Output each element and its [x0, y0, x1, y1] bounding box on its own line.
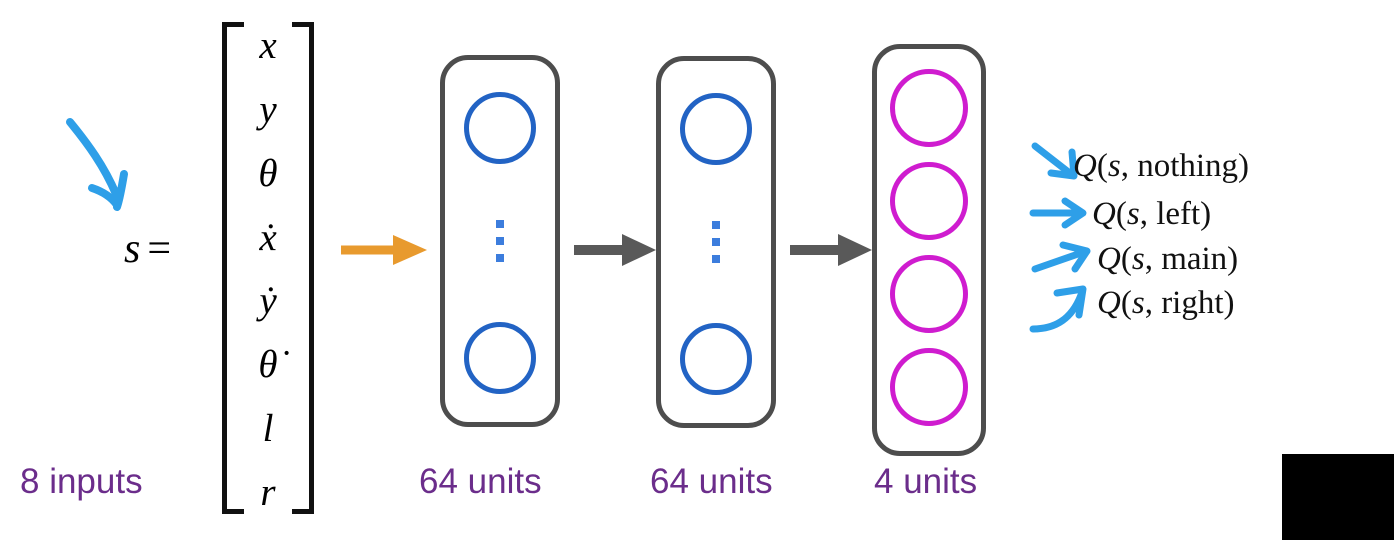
- bracket-right-bottom-serif: [292, 509, 314, 514]
- hidden-layer-1-box: [440, 55, 560, 427]
- comma: ,: [1120, 148, 1129, 184]
- ellipsis-vertical-dots: [712, 221, 720, 263]
- ellipsis-vertical-dots: [496, 220, 504, 262]
- state-symbol: s: [1107, 148, 1121, 184]
- paren-open: (: [1115, 196, 1127, 232]
- action-name: main: [1161, 241, 1228, 277]
- state-vector-components: x y θ ẋ ẏ θ̇ l r: [234, 22, 302, 514]
- action-name: left: [1156, 196, 1201, 232]
- comma: ,: [1144, 285, 1153, 321]
- paren-open: (: [1120, 241, 1132, 277]
- paren-open: (: [1096, 148, 1108, 184]
- vector-component: ẏ: [259, 279, 277, 323]
- equals-sign: =: [147, 226, 172, 272]
- unit-circle: [680, 323, 752, 395]
- state-vector-group: s= x y θ ẋ ẏ θ̇ l r: [118, 0, 348, 540]
- unit-circle: [680, 93, 752, 165]
- caption-hidden-layer-1: 64 units: [419, 462, 542, 501]
- bracket-right-vertical: [309, 22, 314, 514]
- q-value-label-main: Q(s, main): [1097, 241, 1238, 278]
- output-unit-circle: [890, 255, 968, 333]
- paren-close: ): [1238, 148, 1250, 184]
- caption-inputs: 8 inputs: [20, 462, 143, 501]
- state-symbol-equals: s=: [124, 225, 171, 273]
- q-value-label-left: Q(s, left): [1092, 196, 1211, 233]
- output-unit-circle: [890, 162, 968, 240]
- orange-input-arrow-icon: [341, 235, 427, 265]
- layer-arrow-1-icon: [574, 234, 656, 266]
- vector-component: ẋ: [259, 215, 277, 259]
- state-symbol: s: [124, 226, 141, 272]
- q-symbol: Q: [1073, 148, 1097, 184]
- q-value-label-nothing: Q(s, nothing): [1073, 148, 1249, 185]
- vector-component: θ: [258, 151, 278, 195]
- vector-component: x: [259, 24, 277, 67]
- vector-component: r: [260, 470, 276, 514]
- q-symbol: Q: [1092, 196, 1116, 232]
- vector-component: y: [259, 87, 277, 131]
- paren-close: ): [1227, 241, 1239, 277]
- paren-close: ): [1200, 196, 1212, 232]
- output-arrow-main-icon: [1031, 241, 1091, 273]
- bracket-left-bottom-serif: [222, 509, 244, 514]
- state-symbol: s: [1126, 196, 1140, 232]
- state-symbol: s: [1131, 285, 1145, 321]
- layer-arrow-2-icon: [790, 234, 872, 266]
- black-rectangle-overlay: [1282, 454, 1394, 540]
- q-value-label-right: Q(s, right): [1097, 285, 1235, 322]
- hand-drawn-blue-arrow-icon: [66, 118, 128, 211]
- bracket-right-top-serif: [292, 22, 314, 27]
- q-symbol: Q: [1097, 285, 1121, 321]
- caption-output-layer: 4 units: [874, 462, 978, 501]
- paren-open: (: [1120, 285, 1132, 321]
- output-arrow-right-icon: [1029, 285, 1087, 333]
- action-name: right: [1161, 285, 1224, 321]
- action-name: nothing: [1137, 148, 1239, 184]
- vector-component: θ̇: [258, 343, 278, 387]
- bracket-left-top-serif: [222, 22, 244, 27]
- bracket-left-vertical: [222, 22, 227, 514]
- caption-hidden-layer-2: 64 units: [650, 462, 773, 501]
- unit-circle: [464, 92, 536, 164]
- hidden-layer-2-box: [656, 56, 776, 428]
- output-arrow-nothing-icon: [1031, 142, 1078, 180]
- vector-component: l: [262, 407, 274, 451]
- comma: ,: [1144, 241, 1153, 277]
- unit-circle: [464, 322, 536, 394]
- paren-close: ): [1223, 285, 1235, 321]
- output-arrow-left-icon: [1029, 197, 1087, 229]
- output-unit-circle: [890, 69, 968, 147]
- q-symbol: Q: [1097, 241, 1121, 277]
- output-unit-circle: [890, 348, 968, 426]
- vector-bracket: x y θ ẋ ẏ θ̇ l r: [222, 22, 314, 514]
- output-layer-box: [872, 44, 986, 456]
- state-symbol: s: [1131, 241, 1145, 277]
- comma: ,: [1139, 196, 1148, 232]
